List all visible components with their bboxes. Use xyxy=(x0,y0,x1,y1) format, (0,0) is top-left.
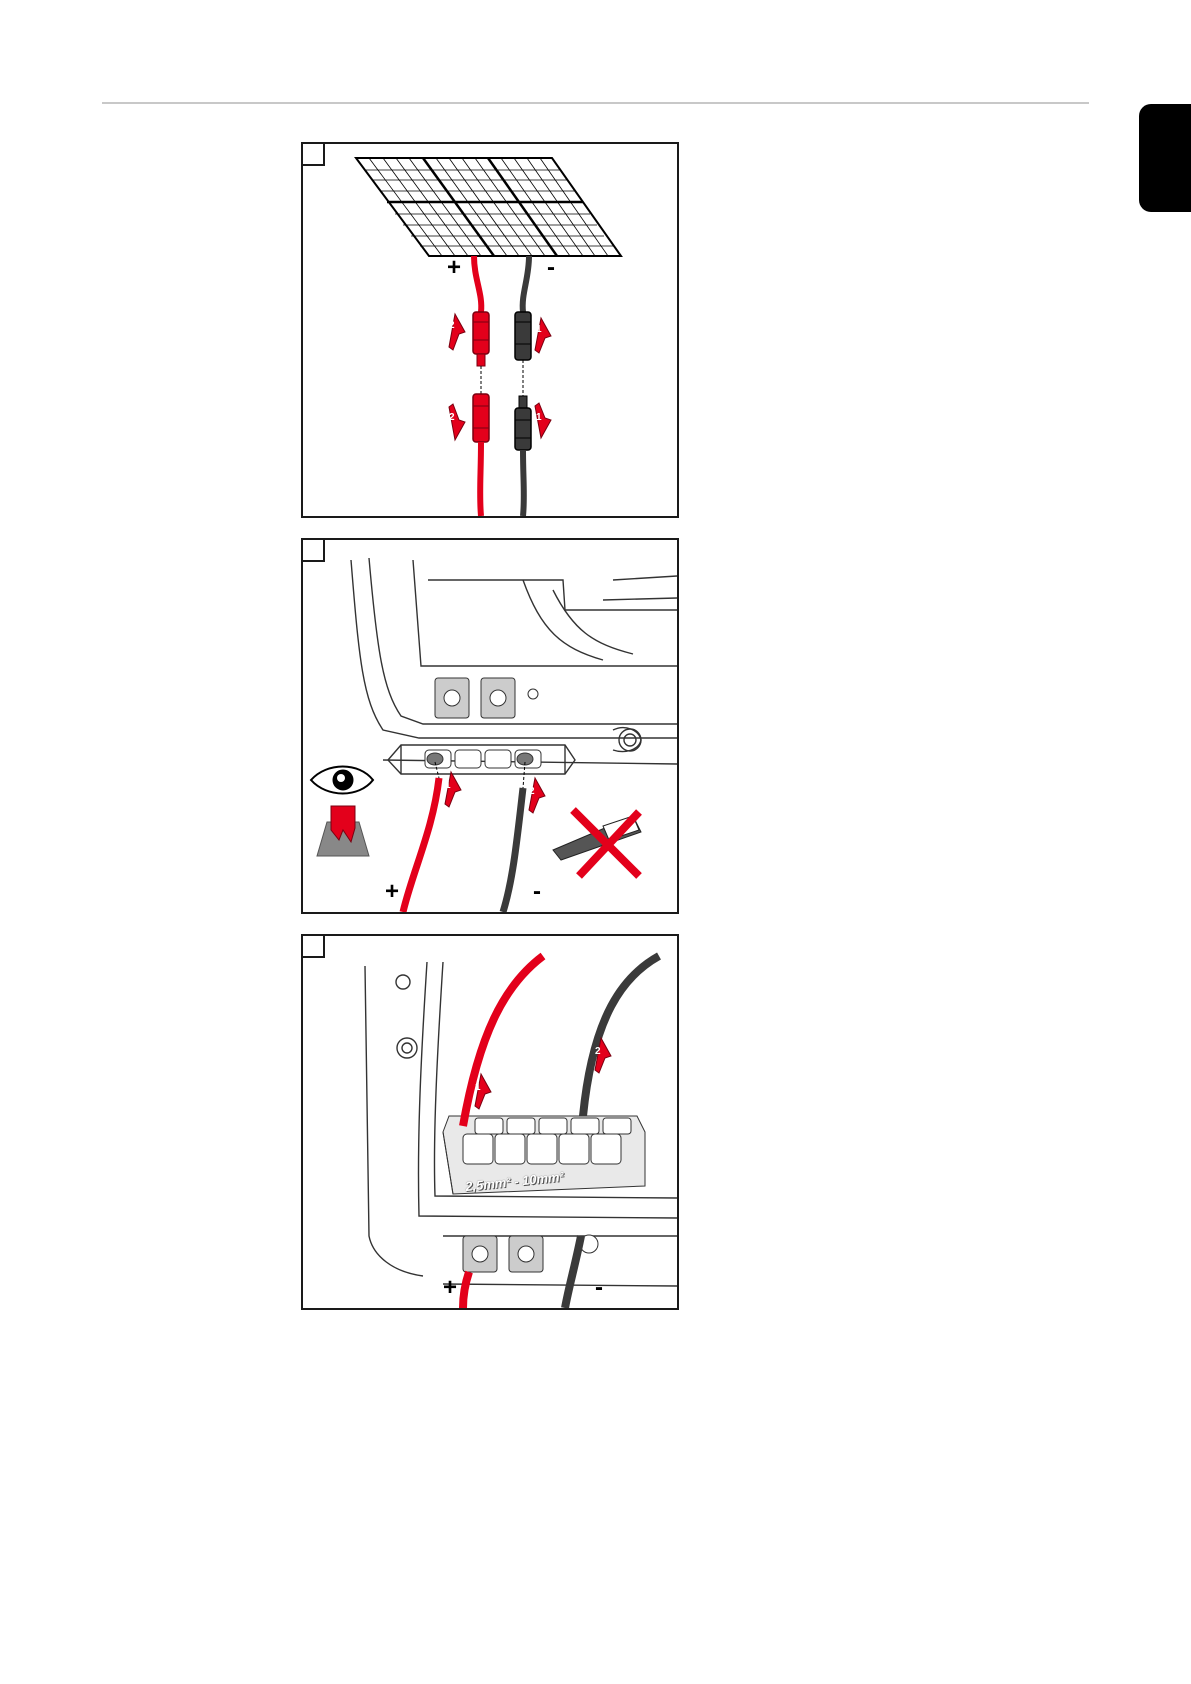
positive-cable-upper xyxy=(463,956,543,1126)
minus-sign: - xyxy=(547,256,555,280)
minus-sign: - xyxy=(595,1276,603,1300)
plus-sign: + xyxy=(443,1276,457,1300)
plus-sign: + xyxy=(385,880,399,904)
negative-cable xyxy=(503,788,523,912)
step-2-illustration: + - 1 2 xyxy=(301,538,679,914)
negative-connector-upper xyxy=(515,312,531,360)
inverter-housing xyxy=(351,558,677,774)
arrow-number: 2 xyxy=(529,786,535,797)
negative-connector-lower xyxy=(515,396,531,450)
damaged-cable-icon xyxy=(317,806,369,856)
negative-cable-lower xyxy=(565,1236,581,1308)
minus-sign: - xyxy=(533,880,541,904)
gland-cells xyxy=(463,1118,631,1164)
solar-module-drawing xyxy=(303,144,677,516)
section-tab xyxy=(1139,104,1191,212)
negative-cable-lower xyxy=(523,450,524,516)
arrow-number: 2 xyxy=(449,320,455,331)
positive-connector-upper xyxy=(473,312,489,366)
header-rule xyxy=(102,102,1089,104)
no-knife-icon xyxy=(553,810,641,876)
arrow-number: 2 xyxy=(595,1046,601,1057)
step-3-illustration: 2,5mm² - 10mm² + - 1 2 xyxy=(301,934,679,1310)
positive-cable-lower xyxy=(463,1272,469,1308)
positive-cable xyxy=(403,778,439,912)
cable-gland-grommet xyxy=(425,750,541,768)
plus-sign: + xyxy=(447,256,461,280)
positive-cable-upper xyxy=(474,256,481,312)
arrow-number: 1 xyxy=(536,412,542,423)
cable-gland-drawing xyxy=(303,936,677,1308)
arrow-number: 1 xyxy=(475,1082,481,1093)
arrow-number: 1 xyxy=(445,780,451,791)
negative-cable-upper xyxy=(583,956,659,1116)
solar-panel xyxy=(356,158,621,256)
positive-connector-lower xyxy=(473,394,489,442)
negative-cable-upper xyxy=(523,256,529,312)
positive-cable-lower xyxy=(480,442,481,516)
arrow-number: 1 xyxy=(536,324,542,335)
inverter-entry-drawing xyxy=(303,540,677,912)
step-1-illustration: + - 2 1 2 1 xyxy=(301,142,679,518)
eye-icon xyxy=(311,767,373,794)
arrow-number: 2 xyxy=(449,412,455,423)
terminal-block xyxy=(435,678,538,718)
